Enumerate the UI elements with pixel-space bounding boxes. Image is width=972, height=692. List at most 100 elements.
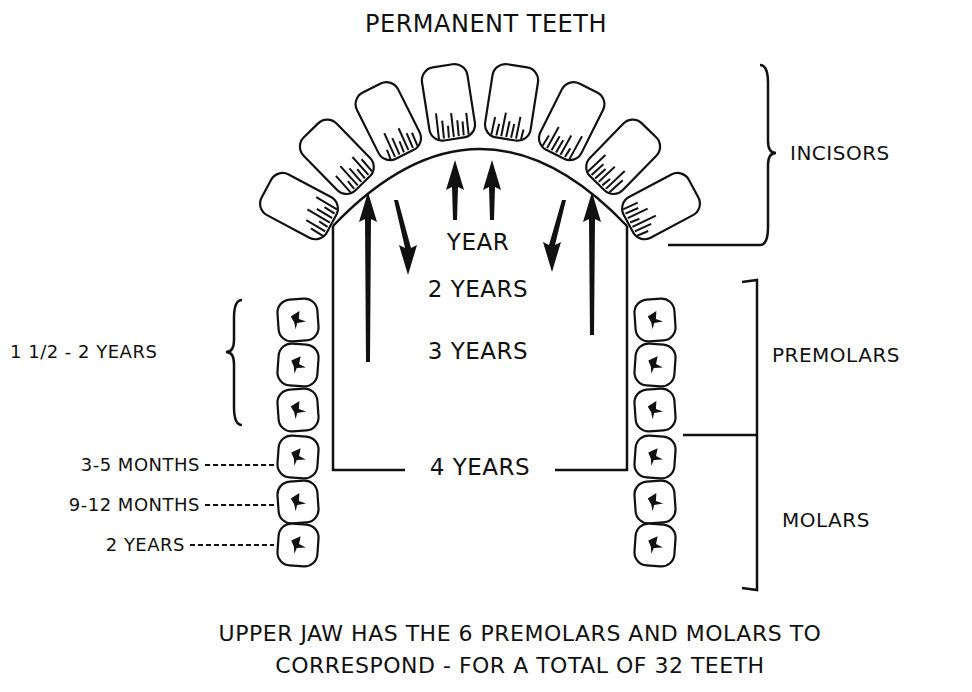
- molar-tooth: [277, 480, 320, 525]
- incisor-teeth: [256, 62, 705, 243]
- tooth-shading: [516, 117, 520, 139]
- diagram-title: PERMANENT TEETH: [365, 10, 607, 39]
- tooth-crown-mark: [647, 492, 663, 511]
- curly-brace: [760, 65, 776, 245]
- tooth-crown-mark: [290, 356, 306, 375]
- molar-tooth: [277, 343, 320, 388]
- tooth-shading: [521, 129, 524, 139]
- tooth-shading: [319, 221, 328, 227]
- tooth-outline: [277, 298, 320, 343]
- tooth-outline: [351, 78, 425, 165]
- tooth-shading: [569, 136, 582, 160]
- age-label: 1 1/2 - 2 YEARS: [10, 341, 157, 363]
- tooth-outline: [634, 388, 677, 433]
- tooth-shading: [316, 197, 338, 209]
- molar-tooth: [634, 343, 677, 388]
- leader-line: [205, 504, 274, 506]
- tooth-group-label: INCISORS: [790, 141, 890, 165]
- tooth-shading: [635, 223, 651, 232]
- tooth-shading: [506, 121, 509, 137]
- tooth-outline: [483, 62, 540, 142]
- age-label: 9-12 MONTHS: [69, 494, 200, 516]
- leader-line: [190, 544, 274, 546]
- tooth-outline: [618, 168, 705, 243]
- tooth-shading: [398, 128, 410, 150]
- molar-tooth: [634, 523, 677, 568]
- tooth-crown-mark: [647, 536, 663, 555]
- tooth-shading: [361, 159, 373, 171]
- tooth-shading: [349, 168, 362, 182]
- molar-tooth: [634, 388, 677, 433]
- age-label: YEAR: [447, 229, 509, 257]
- tooth-shading: [441, 121, 445, 139]
- incisor-tooth: [351, 78, 425, 165]
- age-label: 2 YEARS: [428, 276, 528, 304]
- tooth-crown-mark: [647, 356, 663, 375]
- arch-curve: [333, 149, 627, 226]
- incisor-tooth: [618, 168, 705, 243]
- tooth-shading: [447, 126, 450, 138]
- tooth-outline: [634, 298, 677, 343]
- tooth-group-label: MOLARS: [782, 508, 870, 532]
- tooth-shading: [496, 124, 499, 136]
- tooth-shading: [501, 112, 506, 136]
- tooth-shading: [383, 133, 396, 157]
- eruption-arrow: [543, 200, 566, 272]
- tooth-shading: [628, 208, 648, 219]
- tooth-shading: [435, 113, 440, 139]
- tooth-crown-mark: [290, 400, 306, 419]
- bracket-line: [683, 434, 757, 437]
- leader-line: [205, 464, 274, 466]
- incisor-tooth: [420, 62, 477, 142]
- eruption-arrow: [394, 200, 417, 275]
- tooth-shading: [609, 179, 622, 193]
- tooth-crown-mark: [290, 536, 306, 555]
- molar-tooth: [634, 435, 677, 480]
- tooth-shading: [391, 138, 400, 155]
- tooth-shading: [599, 166, 615, 182]
- eruption-arrow: [446, 160, 464, 220]
- molar-tooth: [277, 388, 320, 433]
- molar-tooth: [634, 298, 677, 343]
- tooth-group-label: PREMOLARS: [772, 343, 900, 367]
- age-label: 3 YEARS: [428, 338, 528, 366]
- tooth-crown-mark: [290, 310, 306, 329]
- tooth-outline: [277, 523, 320, 568]
- tooth-outline: [277, 480, 320, 525]
- diagram-caption: UPPER JAW HAS THE 6 PREMOLARS AND MOLARS…: [150, 618, 890, 682]
- tooth-outline: [634, 523, 677, 568]
- back-teeth: [277, 298, 677, 568]
- tooth-outline: [277, 343, 320, 388]
- age-label: 2 YEARS: [106, 534, 185, 556]
- tooth-outline: [277, 435, 320, 480]
- tooth-shading: [632, 215, 655, 228]
- tooth-shading: [637, 230, 648, 237]
- age-label: 4 YEARS: [430, 454, 530, 482]
- tooth-outline: [420, 62, 477, 142]
- tooth-shading: [411, 133, 418, 146]
- tooth-shading: [491, 117, 495, 135]
- tooth-outline: [634, 480, 677, 525]
- molar-tooth: [277, 435, 320, 480]
- tooth-crown-mark: [290, 448, 306, 467]
- eruption-arrow: [359, 192, 377, 362]
- tooth-shading: [565, 148, 570, 157]
- tooth-shading: [561, 135, 572, 155]
- tooth-outline: [277, 388, 320, 433]
- curly-brace: [226, 300, 242, 425]
- jaw-outline: [333, 149, 627, 470]
- eruption-arrow: [583, 192, 601, 335]
- tooth-shading: [335, 176, 351, 192]
- tooth-shading: [450, 113, 455, 137]
- tooth-crown-mark: [647, 448, 663, 467]
- tooth-crown-mark: [647, 310, 663, 329]
- tooth-shading: [511, 124, 514, 138]
- eruption-arrow: [483, 160, 501, 220]
- tooth-shading: [456, 120, 459, 136]
- tooth-shading: [547, 126, 559, 148]
- incisor-tooth: [483, 62, 540, 142]
- tooth-crown-mark: [647, 400, 663, 419]
- tooth-outline: [634, 435, 677, 480]
- tooth-shading: [630, 218, 639, 224]
